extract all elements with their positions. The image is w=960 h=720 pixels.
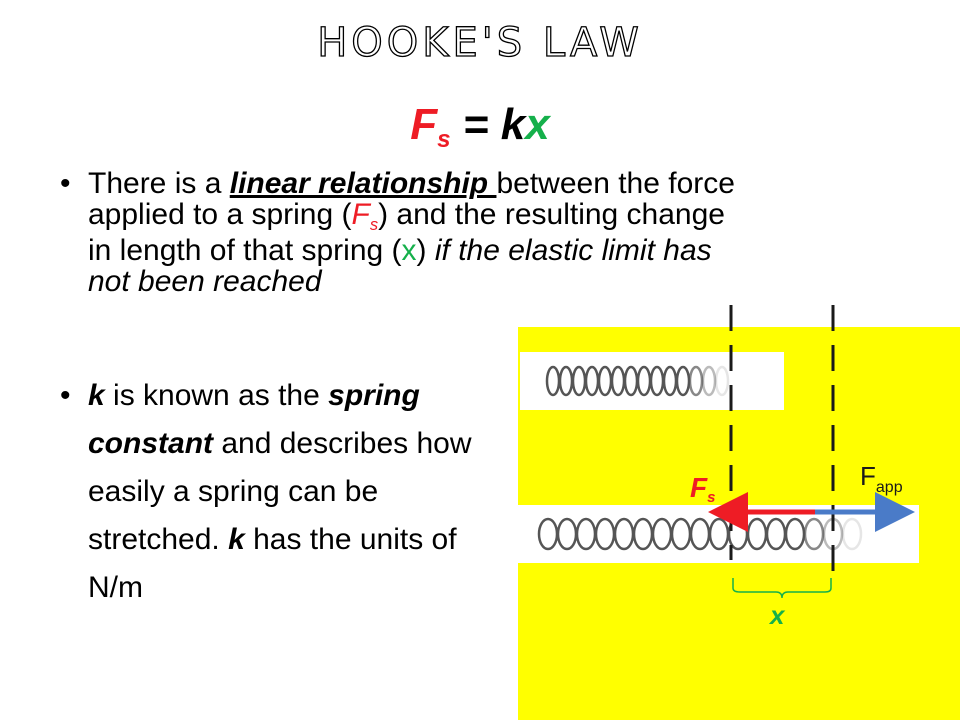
formula-k: k: [500, 100, 526, 149]
b1-linear-relationship: linear relationship: [229, 167, 497, 200]
formula-eq: =: [450, 100, 501, 149]
bullet-spring-constant: k is known as the spring constant and de…: [60, 372, 518, 612]
spring-coil: [688, 365, 704, 397]
slide-title: Hooke's Law: [317, 19, 643, 66]
hookes-law-formula: Fs = kx: [0, 100, 960, 154]
b1-text-1: There is a: [88, 167, 230, 200]
x-label: x: [768, 600, 786, 630]
b1-text-6: ) and the resulting change in length of …: [88, 198, 725, 267]
b1-fs-f: F: [351, 198, 370, 231]
spring-coil: [701, 365, 717, 397]
b1-text-8: ): [416, 234, 435, 267]
bullet-list: There is a linear relationship between t…: [60, 168, 740, 297]
b2-text-4: and describes how easily a spring can be…: [88, 427, 472, 556]
formula-f: F: [410, 100, 438, 149]
relaxed-spring: [545, 365, 730, 397]
fapp-label: Fapp: [860, 461, 903, 496]
b1-x: x: [401, 234, 417, 267]
formula-s: s: [437, 126, 451, 154]
bullet-linear-relationship: There is a linear relationship between t…: [60, 168, 740, 297]
displacement-brace: [732, 578, 832, 599]
b2-text-2: is known as the: [104, 379, 329, 412]
fs-label: Fs: [690, 472, 715, 506]
b1-elastic-limit: if the elastic limit has not been reache…: [88, 234, 712, 298]
spring-coil: [841, 517, 863, 551]
b1-text-3: between the force applied to a spring (: [88, 167, 735, 231]
b2-units: has the units of N/m: [88, 523, 457, 604]
b2-spring-constant: spring constant: [88, 379, 420, 460]
stretched-spring: [537, 517, 863, 551]
formula-x: x: [525, 100, 550, 149]
b1-fs-s: s: [369, 215, 379, 234]
b2-k-2: k: [228, 523, 245, 556]
b2-k: k: [88, 379, 105, 412]
spring-coil: [803, 517, 825, 551]
spring-coil: [714, 365, 730, 397]
